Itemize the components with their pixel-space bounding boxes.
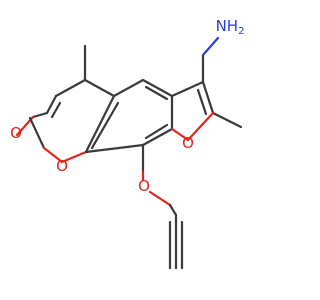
ether-oxygen-label: O <box>138 177 150 195</box>
bond <box>83 78 116 98</box>
pyranone-ring-oxygen-label: O <box>56 157 68 175</box>
bond <box>42 146 64 164</box>
bond <box>141 78 174 98</box>
bond <box>168 203 178 217</box>
bond <box>141 127 174 147</box>
bond <box>170 127 190 142</box>
bond <box>201 80 215 115</box>
bond <box>60 150 88 164</box>
bond <box>170 80 205 98</box>
bond <box>186 111 215 142</box>
molecule-structure: O O O O NH2 <box>10 17 244 270</box>
bond <box>148 190 172 207</box>
bond-double <box>196 88 208 116</box>
bond <box>84 94 116 154</box>
bond <box>84 143 145 154</box>
bond-double <box>144 123 169 140</box>
bond-double <box>90 101 120 150</box>
furan-oxygen-label: O <box>182 134 194 152</box>
bond <box>31 111 49 119</box>
atom-labels: O O O O NH2 <box>10 17 244 195</box>
carbonyl-oxygen-label: O <box>10 124 22 142</box>
bond-double <box>144 85 169 101</box>
bond <box>28 116 46 150</box>
bond <box>45 94 58 115</box>
bonds <box>15 36 243 270</box>
bond-methyl <box>211 111 243 129</box>
bond <box>201 36 220 57</box>
bond <box>112 78 145 98</box>
bond <box>54 78 87 98</box>
amine-nitrogen-label: NH2 <box>216 17 245 37</box>
bond-double <box>50 101 62 119</box>
